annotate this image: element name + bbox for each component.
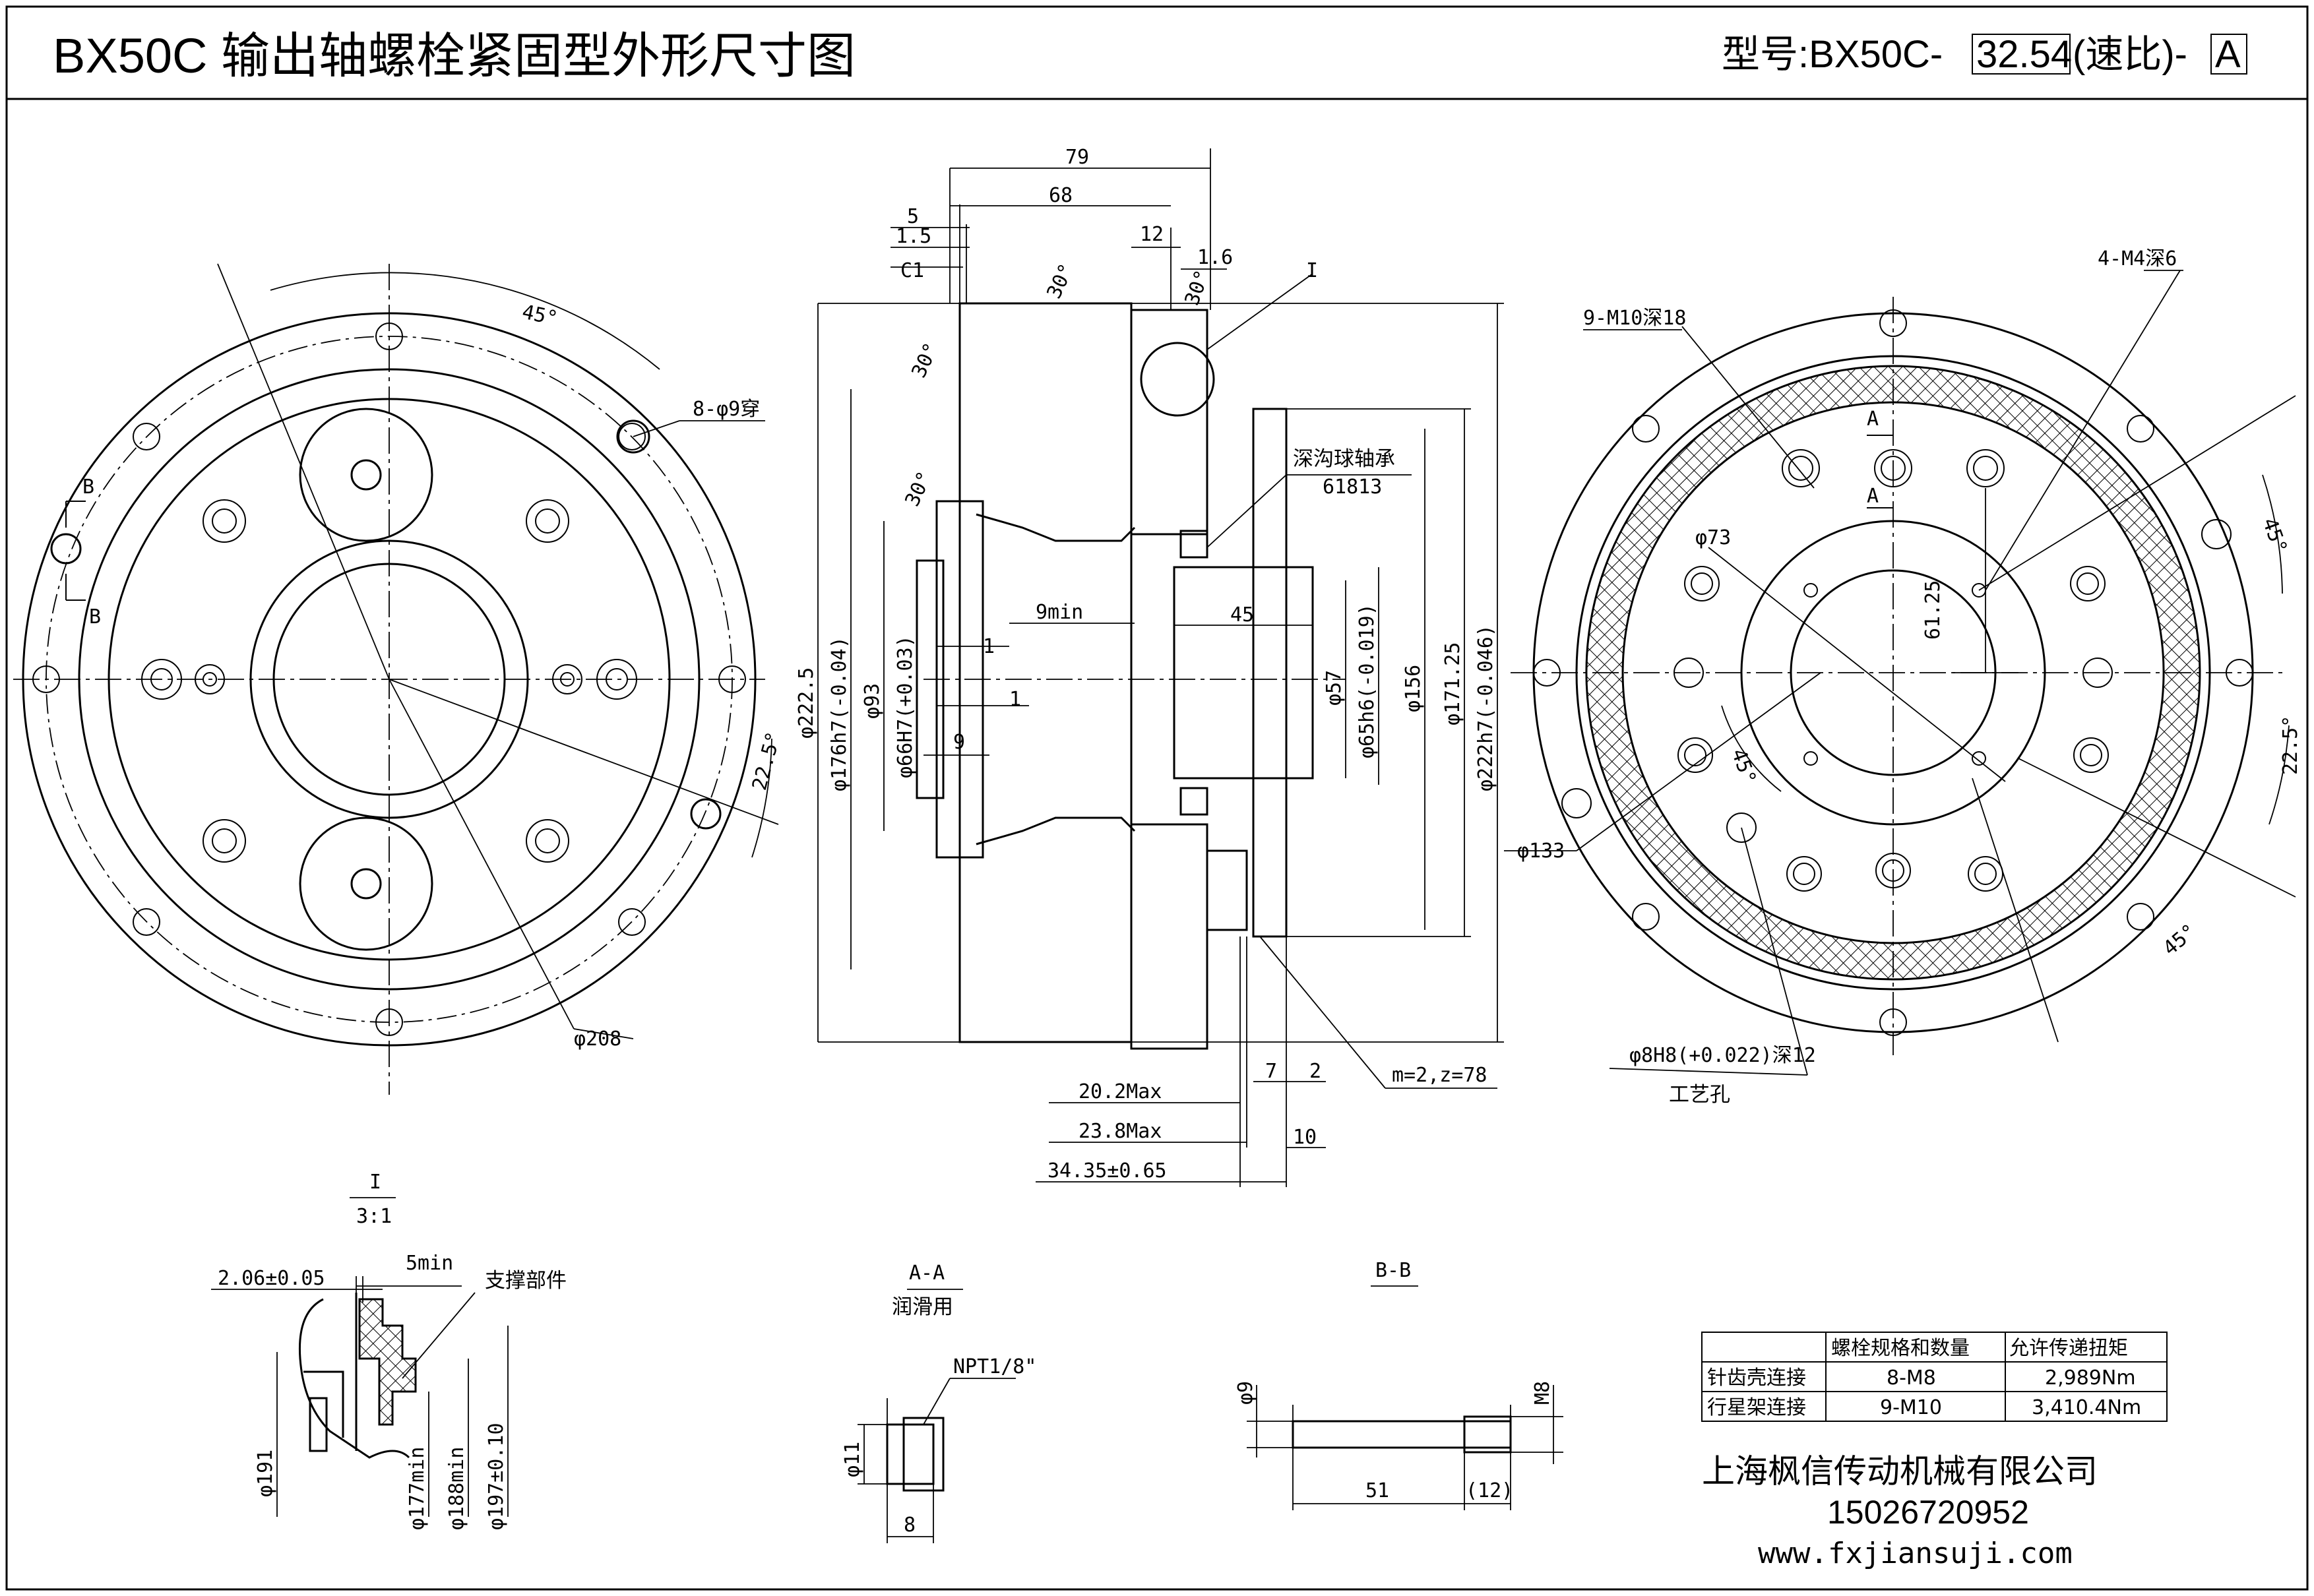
- front-holes-label: 8-φ9穿: [693, 398, 760, 421]
- detail-i-191: φ191: [254, 1450, 277, 1497]
- front-pcd-label: φ208: [574, 1028, 621, 1051]
- dim-1-b: 1: [1009, 688, 1021, 711]
- detail-marker-i: I: [1306, 259, 1318, 282]
- dim-12: 12: [1140, 223, 1164, 246]
- dim-5: 5: [907, 205, 919, 228]
- drawing-title: BX50C 输出轴螺栓紧固型外形尺寸图: [53, 28, 856, 83]
- company-website[interactable]: www.fxjiansuji.com: [1758, 1537, 2073, 1570]
- angle-30-a: 30°: [1043, 260, 1079, 302]
- rear-dim-6125: 61.25: [1922, 580, 1945, 640]
- rear-angle-225: 22.5°: [2279, 716, 2302, 775]
- model-ratio-note: (速比)-: [2073, 33, 2187, 76]
- section-aa-title: A-A: [909, 1262, 945, 1285]
- side-view: [817, 148, 1504, 1187]
- rear-process-label: 工艺孔: [1669, 1083, 1730, 1107]
- drawing-border: [5, 5, 2309, 1591]
- table-row1-torque: 2,989Nm: [2045, 1366, 2136, 1390]
- spec-table: [1701, 1332, 2168, 1422]
- model-prefix: 型号:BX50C-: [1722, 33, 1943, 76]
- detail-i-206: 2.06±0.05: [218, 1267, 325, 1290]
- rear-angle-45-c: 45°: [2159, 919, 2201, 960]
- table-row1-spec: 8-M8: [1887, 1366, 1936, 1390]
- detail-i-197: φ197±0.10: [485, 1423, 508, 1530]
- dim-c1: C1: [900, 259, 924, 282]
- dim-2: 2: [1309, 1060, 1321, 1083]
- rear-dia-133: φ133: [1517, 840, 1565, 863]
- angle-30-b: 30°: [1181, 267, 1214, 309]
- rear-angle-45-a: 45°: [2257, 515, 2291, 557]
- table-header-torque: 允许传递扭矩: [2009, 1337, 2128, 1360]
- section-aa-len: 8: [904, 1514, 916, 1537]
- dim-15: 1.5: [896, 225, 931, 248]
- detail-i-support: 支撑部件: [485, 1269, 567, 1293]
- ratio-box: [1972, 34, 2071, 75]
- dim-10: 10: [1293, 1126, 1317, 1149]
- section-aa-thread: NPT1/8": [953, 1355, 1036, 1378]
- dim-phi57: φ57: [1323, 670, 1346, 706]
- bearing-model: 61813: [1323, 476, 1382, 499]
- dim-1-a: 1: [983, 635, 995, 658]
- dim-68: 68: [1049, 184, 1073, 207]
- detail-i-5min: 5min: [406, 1252, 453, 1275]
- company-phone: 15026720952: [1827, 1494, 2029, 1531]
- dim-7: 7: [1265, 1060, 1277, 1083]
- dim-238max: 23.8Max: [1079, 1120, 1162, 1143]
- table-row2-torque: 3,410.4Nm: [2032, 1396, 2141, 1419]
- rear-tapped-holes: 4-M4深6: [2098, 247, 2177, 270]
- gear-spec: m=2,z=78: [1392, 1064, 1487, 1087]
- table-header-spec: 螺栓规格和数量: [1831, 1337, 1970, 1360]
- rear-a-bottom: A: [1867, 485, 1879, 508]
- rear-a-top: A: [1867, 408, 1879, 431]
- dim-phi2225: φ222.5: [795, 667, 818, 739]
- model-variant: A: [2215, 33, 2241, 76]
- front-view: [13, 263, 779, 1095]
- dim-phi93: φ93: [861, 683, 884, 719]
- model-ratio: 32.54: [1976, 33, 2072, 76]
- dim-79: 79: [1065, 146, 1089, 169]
- section-bb-view: [1247, 1285, 1563, 1510]
- dim-3435: 34.35±0.65: [1048, 1159, 1167, 1182]
- dim-9min: 9min: [1036, 601, 1083, 624]
- angle-30-d: 30°: [901, 468, 937, 510]
- bearing-label: 深沟球轴承: [1293, 447, 1395, 471]
- dim-phi222: φ222h7(-0.046): [1474, 625, 1497, 791]
- detail-i-view: [211, 1197, 509, 1517]
- rear-process-hole: φ8H8(+0.022)深12: [1629, 1044, 1816, 1067]
- company-name: 上海枫信传动机械有限公司: [1702, 1452, 2098, 1490]
- section-bb-length: 51: [1365, 1479, 1389, 1502]
- dim-202max: 20.2Max: [1079, 1080, 1162, 1103]
- rear-angle-45-b: 45°: [1726, 746, 1760, 787]
- table-row2-name: 行星架连接: [1707, 1396, 1806, 1419]
- section-bb-thread: M8: [1531, 1381, 1554, 1405]
- detail-i-scale: 3:1: [356, 1205, 392, 1228]
- section-aa-subtitle: 润滑用: [892, 1295, 953, 1319]
- detail-i-title: I: [369, 1171, 381, 1194]
- dim-phi176: φ176h7(-0.04): [828, 636, 851, 791]
- table-row2-spec: 9-M10: [1880, 1396, 1942, 1419]
- section-aa-view: [858, 1289, 1016, 1543]
- dim-phi17125: φ171.25: [1441, 642, 1464, 725]
- front-b-bottom: B: [89, 605, 101, 629]
- front-b-top: B: [82, 476, 94, 499]
- dim-phi66: φ66H7(+0.03): [894, 635, 917, 778]
- section-bb-title: B-B: [1375, 1259, 1411, 1282]
- rear-view: [1504, 270, 2296, 1076]
- rear-bolt-holes: 9-M10深18: [1583, 307, 1686, 330]
- detail-i-177: φ177min: [406, 1447, 429, 1530]
- front-angle-225: 22.5°: [748, 729, 786, 793]
- rear-dia-73: φ73: [1695, 526, 1731, 549]
- dim-9: 9: [953, 731, 965, 754]
- section-bb-dia: φ9: [1234, 1381, 1257, 1405]
- dim-16: 1.6: [1197, 246, 1233, 269]
- variant-box: [2210, 34, 2247, 75]
- dim-45: 45: [1230, 603, 1254, 627]
- dim-phi65: φ65h6(-0.019): [1356, 603, 1379, 758]
- table-row1-name: 针齿壳连接: [1707, 1366, 1806, 1390]
- dim-phi156: φ156: [1402, 665, 1425, 712]
- detail-i-188: φ188min: [445, 1447, 468, 1530]
- section-aa-dia: φ11: [841, 1442, 864, 1477]
- angle-30-c: 30°: [908, 339, 944, 381]
- section-bb-thread-len: (12): [1466, 1479, 1513, 1502]
